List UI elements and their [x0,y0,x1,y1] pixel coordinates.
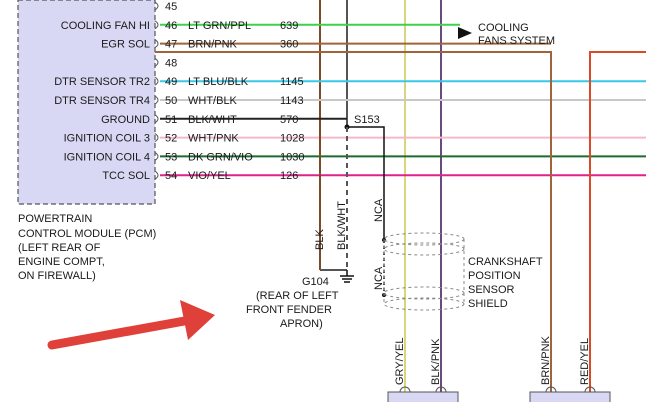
ground-symbol [340,270,354,283]
cooling-fans-line2: FANS SYSTEM [478,35,555,47]
pin-function-label: EGR SOL [101,39,150,51]
splice-drain-wire [347,126,385,240]
wire-brn-pnk-right [155,51,552,392]
pin-number: 53 [165,151,177,163]
nca-label-lower: NCA [373,266,385,290]
wire-red-yel-right [589,51,646,392]
pcm-desc-4: ENGINE COMPT, [18,256,105,268]
pin-number: 48 [165,57,177,69]
bottom-wire-blk-pnk: BLK/PNK [430,338,442,385]
pin-row: DTR SENSOR TR4 50 WHT/BLK 1143 [54,95,646,107]
pin-circuit-number: 639 [280,20,298,32]
pin-wire-color: BRN/PNK [188,39,238,51]
pcm-desc-3: (LEFT REAR OF [18,242,101,254]
pin-circuit-number: 1143 [280,95,304,107]
connector-tip-blk [435,386,447,393]
splice-label: S153 [354,114,380,126]
pin-wire-color: VIO/YEL [188,170,231,182]
pcm-desc-2: CONTROL MODULE (PCM) [18,228,156,240]
cooling-fans-line1: COOLING [478,22,529,34]
ground-location-3: APRON) [280,318,323,330]
pcm-box [17,0,156,205]
connector-tip-red [584,386,596,393]
connector-tip-brn [545,386,557,393]
pin-terminal [154,95,159,105]
pin-function-label: DTR SENSOR TR2 [54,76,150,88]
pin-number: 52 [165,133,177,145]
pin-number: 46 [165,20,177,32]
pin-number: 51 [165,114,177,126]
pin-circuit-number: 126 [280,170,298,182]
pointer-arrow [47,300,215,350]
pin-row: EGR SOL 47 BRN/PNK 360 [101,39,551,51]
connector-tip-gry [399,386,411,393]
crank-shield-line2: POSITION [468,270,521,282]
bottom-wire-brn-pnk: BRN/PNK [540,335,552,385]
bottom-wire-gry-yel: GRY/YEL [394,338,406,386]
pin-wire-color: WHT/BLK [188,95,238,107]
cooling-fan-arrow [458,27,472,39]
ground-id: G104 [302,276,329,288]
pin-terminal [154,170,159,180]
crank-shield-line1: CRANKSHAFT [468,256,543,268]
pin-row: DTR SENSOR TR2 49 LT BLU/BLK 1145 [54,76,646,88]
nca-label-upper: NCA [373,198,385,222]
pin-terminal [154,39,159,49]
pin-terminal [154,1,159,11]
crank-shield-line3: SENSOR [468,284,515,296]
pin-function-label: IGNITION COIL 3 [64,133,150,145]
ground-wire-label-blk-wht: BLK/WHT [336,201,348,250]
pin-terminal [154,133,159,143]
connector-right [529,391,611,402]
pcm-desc-1: POWERTRAIN [18,213,92,225]
ground-wire-label-blk: BLK [314,229,326,250]
pin-row: IGNITION COIL 4 53 DK GRN/VIO 1030 [64,151,646,163]
pin-circuit-number: 1145 [280,76,304,88]
pin-wire-color: LT BLU/BLK [188,76,249,88]
pin-wire-color: BLK/WHT [188,114,237,126]
pin-row: IGNITION COIL 3 52 WHT/PNK 1028 [64,133,646,145]
pin-row: 45 [154,1,177,13]
pin-function-label: DTR SENSOR TR4 [54,95,150,107]
pin-terminal [154,76,159,86]
crank-shield [383,232,465,311]
pin-number: 47 [165,39,177,51]
pcm-desc-5: ON FIREWALL) [18,270,96,282]
pin-row: COOLING FAN HI 46 LT GRN/PPL 639 [61,20,460,32]
pin-function-label: IGNITION COIL 4 [64,151,150,163]
pin-wire-color: DK GRN/VIO [188,151,253,163]
pin-circuit-number: 360 [280,39,298,51]
pin-circuit-number: 1030 [280,151,304,163]
connector-left [387,391,459,402]
pin-row: 48 [154,57,177,69]
pin-function-label: GROUND [101,114,150,126]
pin-terminal [154,20,159,30]
pin-wire-color: WHT/PNK [188,133,239,145]
pin-number: 50 [165,95,177,107]
bottom-wire-red-yel: RED/YEL [579,338,591,385]
crank-shield-line4: SHIELD [468,298,508,310]
pin-function-label: TCC SOL [102,170,150,182]
pin-number: 54 [165,170,177,182]
pin-number: 49 [165,76,177,88]
pin-wire-color: LT GRN/PPL [188,20,251,32]
pin-terminal [154,57,159,67]
pin-circuit-number: 1028 [280,133,304,145]
ground-location-1: (REAR OF LEFT [256,290,339,302]
pin-terminal [154,151,159,161]
pin-row: TCC SOL 54 VIO/YEL 126 [102,170,646,182]
pin-circuit-number: 570 [280,114,298,126]
pin-number: 45 [165,1,177,13]
pin-terminal [154,114,159,124]
pin-row: GROUND 51 BLK/WHT 570 [101,114,347,126]
ground-location-2: FRONT FENDER [246,304,332,316]
pin-function-label: COOLING FAN HI [61,20,150,32]
